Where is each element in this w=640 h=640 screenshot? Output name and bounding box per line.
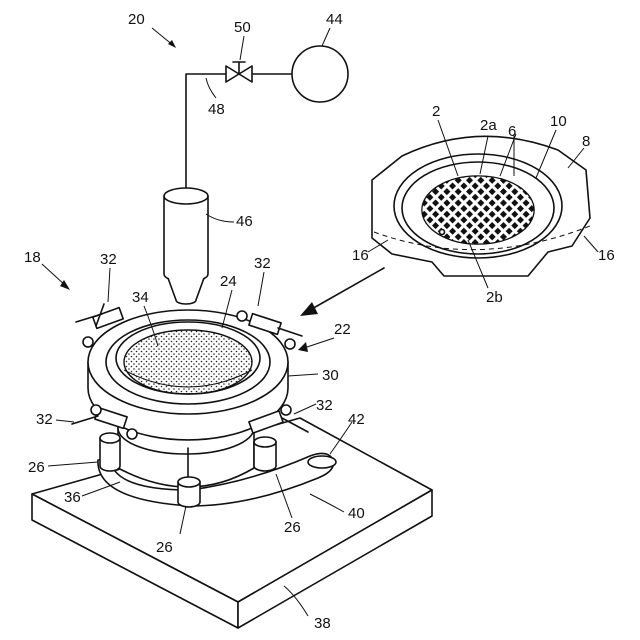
label-40: 40 xyxy=(348,505,365,522)
label-16-right: 16 xyxy=(598,247,615,264)
label-44: 44 xyxy=(326,11,343,28)
label-22: 22 xyxy=(334,321,351,338)
label-2b: 2b xyxy=(486,289,503,306)
label-16-left: 16 xyxy=(352,247,369,264)
label-18: 18 xyxy=(24,249,41,266)
label-30: 30 xyxy=(322,367,339,384)
label-46: 46 xyxy=(236,213,253,230)
label-2a: 2a xyxy=(480,117,497,134)
label-24: 24 xyxy=(220,273,237,290)
label-26-right: 26 xyxy=(284,519,301,536)
label-6: 6 xyxy=(508,123,516,140)
label-26-bottom: 26 xyxy=(156,539,173,556)
label-34: 34 xyxy=(132,289,149,306)
label-32-top-left: 32 xyxy=(100,251,117,268)
label-2: 2 xyxy=(432,103,440,120)
label-32-top-right: 32 xyxy=(254,255,271,272)
label-48: 48 xyxy=(208,101,225,118)
fluid-source xyxy=(292,46,348,102)
label-20: 20 xyxy=(128,11,145,28)
label-36: 36 xyxy=(64,489,81,506)
label-10: 10 xyxy=(550,113,567,130)
label-32-bottom-left: 32 xyxy=(36,411,53,428)
label-32-bottom-right: 32 xyxy=(316,397,333,414)
transfer-arrow xyxy=(300,268,384,316)
label-50: 50 xyxy=(234,19,251,36)
label-8: 8 xyxy=(582,133,590,150)
label-42: 42 xyxy=(348,411,365,428)
porous-chuck xyxy=(124,330,252,394)
label-26-left: 26 xyxy=(28,459,45,476)
wafer-unit xyxy=(372,136,590,276)
label-38: 38 xyxy=(314,615,331,632)
